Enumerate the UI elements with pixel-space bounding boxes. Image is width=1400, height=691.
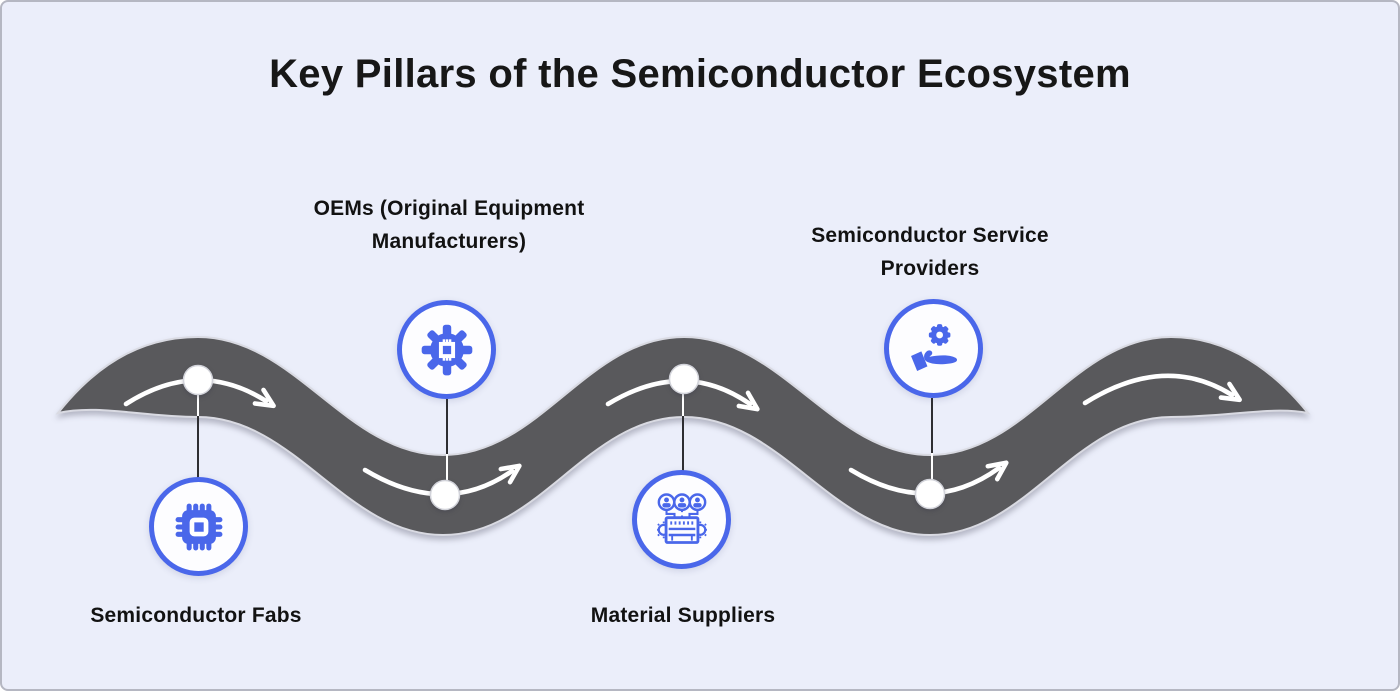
milestone-dot [668, 363, 700, 395]
node-label-oems: OEMs (Original Equipment Manufacturers) [199, 192, 699, 258]
milestone-dot [182, 364, 214, 396]
node-circle-semiconductor-service-providers [884, 299, 983, 398]
node-label-semiconductor-service-providers: Semiconductor Service Providers [680, 219, 1180, 285]
milestone-dots [182, 363, 946, 511]
label-line: Manufacturers) [371, 230, 527, 253]
page-title: Key Pillars of the Semiconductor Ecosyst… [269, 52, 1131, 96]
label-line: OEMs (Original Equipment [313, 197, 585, 220]
node-circle-material-suppliers [632, 470, 731, 569]
node-label-semiconductor-fabs: Semiconductor Fabs [46, 599, 346, 632]
node-label-material-suppliers: Material Suppliers [533, 599, 833, 632]
milestone-dot [914, 478, 946, 510]
node-circle-semiconductor-fabs [149, 477, 248, 576]
flow-arrow [1082, 373, 1242, 406]
milestone-dot [429, 479, 461, 511]
label-line: Providers [880, 257, 980, 280]
label-line: Semiconductor Service [811, 224, 1049, 247]
node-circle-oems [397, 300, 496, 399]
hand-gear-icon [910, 323, 957, 371]
gear-chip-icon [421, 324, 472, 375]
label-line: Material Suppliers [590, 604, 776, 627]
chip-icon [175, 503, 222, 550]
road-ribbon [55, 335, 1311, 537]
people-machine-icon [656, 492, 707, 544]
label-line: Semiconductor Fabs [90, 604, 302, 627]
